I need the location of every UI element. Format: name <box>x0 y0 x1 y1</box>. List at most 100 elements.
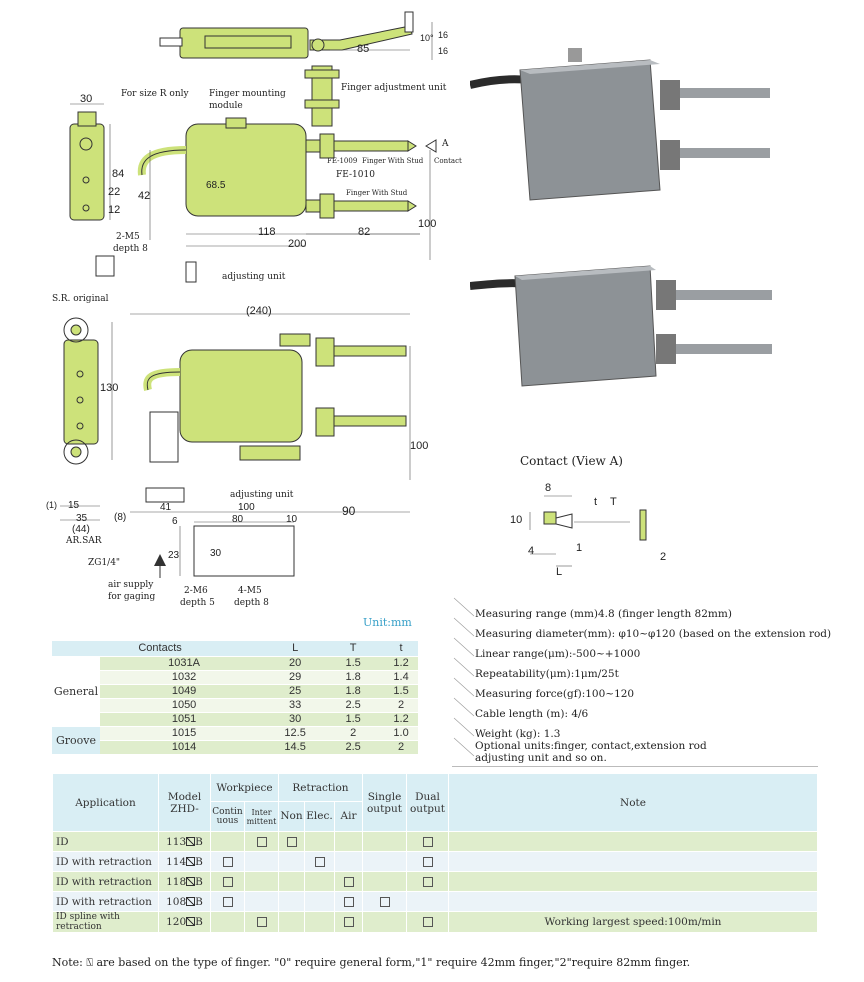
cell-application: ID <box>52 831 159 852</box>
label-2-m5: 2-M5 <box>116 232 140 242</box>
top-arm-window <box>204 35 292 49</box>
dim-6: 6 <box>172 516 178 527</box>
cell: 1.2 <box>384 712 418 727</box>
checkbox-icon <box>222 856 233 867</box>
table-row: 1032 29 1.8 1.4 <box>52 670 418 685</box>
cell-option <box>304 891 335 912</box>
cell: 12.5 <box>268 726 323 741</box>
cell-option <box>362 911 407 933</box>
spec-cable-length: Cable length (m): 4/6 <box>475 708 589 720</box>
cell-option <box>278 831 305 852</box>
top-arm-pivot <box>311 38 325 52</box>
dim-44: (44) <box>72 524 90 535</box>
label-contact-view-a: Contact (View A) <box>520 454 623 468</box>
cell: 1.0 <box>384 726 418 741</box>
cell: 2 <box>384 740 418 755</box>
cell-application: ID with retraction <box>52 851 159 872</box>
cell-option <box>244 891 279 912</box>
dim-41: 41 <box>160 502 172 513</box>
label-sr-original: S.R. original <box>52 294 109 304</box>
label-for-gaging: for gaging <box>108 592 156 602</box>
main-body-top <box>185 123 307 217</box>
cell-option <box>334 831 363 852</box>
cell-option <box>210 831 245 852</box>
group-general: General <box>52 656 100 727</box>
cell: 1031A <box>100 656 269 671</box>
main-body-bottom <box>179 349 303 443</box>
cell-option <box>334 851 363 872</box>
header-non: Non <box>278 801 305 832</box>
cell-option <box>244 911 279 933</box>
dim-100a: 100 <box>418 218 437 230</box>
top-arm-tail <box>159 37 183 47</box>
label-contact: Contact <box>434 157 462 165</box>
cell-option <box>210 851 245 872</box>
label-4-m5: 4-M5 <box>238 586 262 596</box>
label-finger-mounting: Finger mounting <box>209 89 286 99</box>
table-row: 1049 25 1.8 1.5 <box>52 684 418 699</box>
cell-option <box>210 891 245 912</box>
header-application: Application <box>52 773 159 832</box>
checkbox-icon <box>379 896 390 907</box>
label-2-m6: 2-M6 <box>184 586 208 596</box>
cell-option <box>304 851 335 872</box>
contact-dim-2: 2 <box>660 551 667 563</box>
label-depth-8-bottom: depth 8 <box>234 598 269 608</box>
dim-118: 118 <box>258 226 276 238</box>
checkbox-icon <box>343 896 354 907</box>
checkbox-icon <box>222 896 233 907</box>
cell: 1.8 <box>322 684 385 699</box>
cell: 2.5 <box>322 740 385 755</box>
label-adjusting-unit-top: adjusting unit <box>222 272 286 282</box>
dim-8: (8) <box>114 512 127 523</box>
spec-weight: Weight (kg): 1.3 <box>475 728 561 740</box>
footnote: Note: ⍂ are based on the type of finger.… <box>52 956 691 969</box>
cell-option <box>362 851 407 872</box>
finger-type-icon <box>186 896 196 906</box>
dim-23: 23 <box>168 550 180 561</box>
cell: 2.5 <box>322 698 385 713</box>
cell-option <box>304 831 335 852</box>
col-contacts: Contacts <box>52 641 269 657</box>
cell-option <box>406 831 449 852</box>
dim-85: 85 <box>357 43 370 55</box>
cell-application: ID with retraction <box>52 871 159 892</box>
finger-type-icon <box>186 836 196 846</box>
cell-application: ID with retraction <box>52 891 159 912</box>
cell-note <box>448 871 818 892</box>
cell-note <box>448 891 818 912</box>
cell-option <box>244 871 279 892</box>
cell-option <box>334 911 363 933</box>
header-elec: Elec. <box>304 801 335 832</box>
dim-80: 80 <box>232 514 244 525</box>
unit-label: Unit:mm <box>363 616 412 629</box>
cell: 2 <box>322 726 385 741</box>
dim-30b: 30 <box>210 548 222 559</box>
contact-dim-l: L <box>556 566 563 578</box>
cell: 33 <box>268 698 323 713</box>
cell-option <box>278 891 305 912</box>
cell-option <box>334 891 363 912</box>
checkbox-icon <box>422 917 433 927</box>
cell-option <box>210 871 245 892</box>
header-note: Note <box>448 773 818 832</box>
cell-option <box>334 871 363 892</box>
contacts-table: Contacts L T t General 1031A 20 1.5 1.2 … <box>52 641 418 755</box>
dim-10: 10 <box>286 514 298 525</box>
finger-type-icon <box>186 876 196 886</box>
cell-option <box>406 871 449 892</box>
dim-30: 30 <box>80 93 93 105</box>
dim-15: 15 <box>68 500 80 511</box>
dim-42: 42 <box>138 190 151 202</box>
spec-divider <box>452 766 818 767</box>
cell-option <box>244 851 279 872</box>
label-depth-5: depth 5 <box>180 598 215 608</box>
cell-option <box>304 911 335 933</box>
dim-16b: 16 <box>438 46 449 56</box>
